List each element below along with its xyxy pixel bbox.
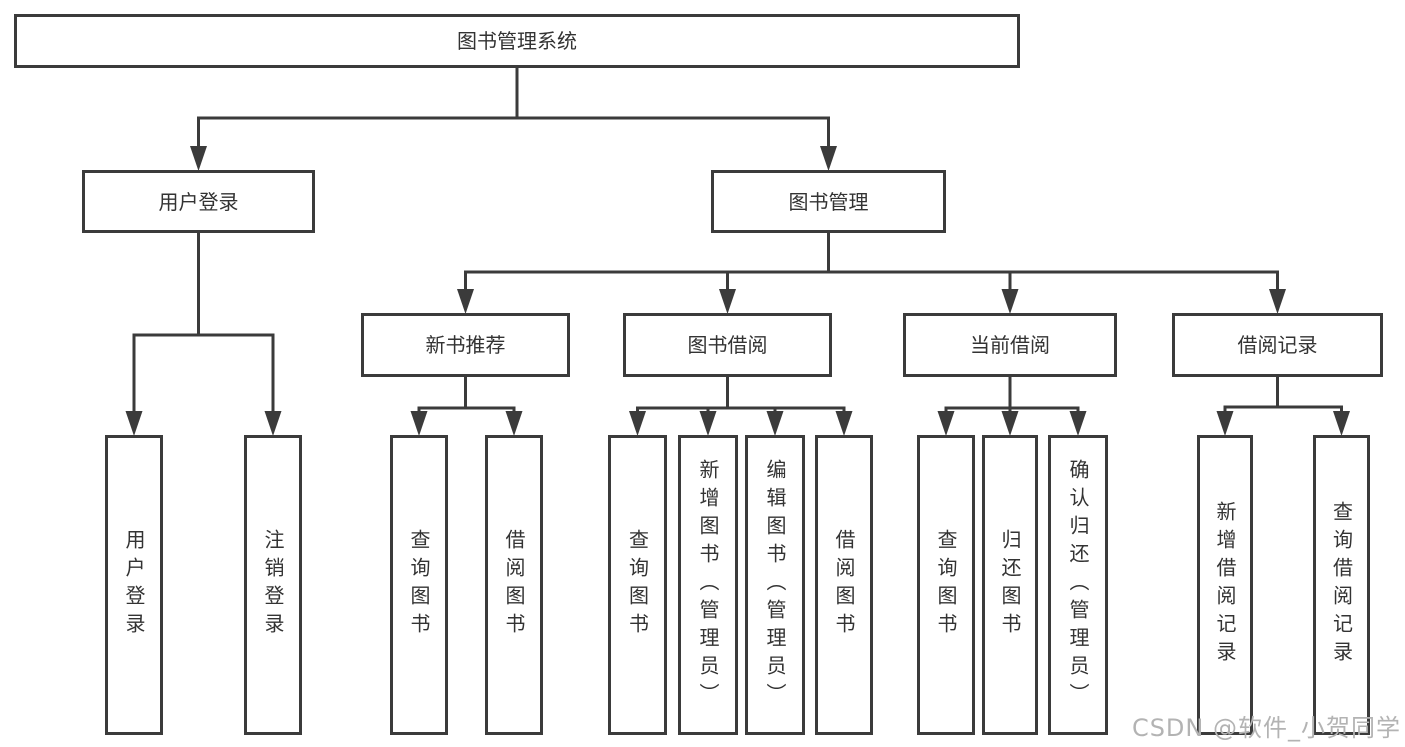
node-leaf-query-borrow-record: 查询借阅记录 <box>1313 435 1370 735</box>
arrowhead-icon <box>719 289 736 314</box>
node-leaf-query-book-2: 查询图书 <box>608 435 667 735</box>
node-leaf-user-login: 用户登录 <box>105 435 163 735</box>
node-leaf-logout: 注销登录 <box>244 435 302 735</box>
arrowhead-icon <box>1069 411 1087 436</box>
node-current-borrow: 当前借阅 <box>903 313 1117 377</box>
node-user-login: 用户登录 <box>82 170 315 233</box>
node-new-book-recommend: 新书推荐 <box>361 313 570 377</box>
arrowhead-icon <box>1333 411 1350 436</box>
node-leaf-borrow-book-1: 借阅图书 <box>485 435 543 735</box>
node-leaf-confirm-return: 确认归还（管理员） <box>1048 435 1108 735</box>
node-book-management: 图书管理 <box>711 170 946 233</box>
arrowhead-icon <box>457 289 474 314</box>
arrowhead-icon <box>410 411 428 436</box>
node-leaf-return-book: 归还图书 <box>982 435 1038 735</box>
arrowhead-icon <box>1001 411 1019 436</box>
node-leaf-edit-book: 编辑图书（管理员） <box>745 435 805 735</box>
arrowhead-icon <box>937 411 955 436</box>
arrowhead-icon <box>264 411 282 436</box>
node-leaf-add-borrow-record: 新增借阅记录 <box>1197 435 1253 735</box>
node-root: 图书管理系统 <box>14 14 1020 68</box>
arrowhead-icon <box>835 411 853 436</box>
arrowhead-icon <box>1001 289 1019 314</box>
node-leaf-add-book: 新增图书（管理员） <box>678 435 738 735</box>
node-book-borrow: 图书借阅 <box>623 313 832 377</box>
node-leaf-query-book-3: 查询图书 <box>917 435 975 735</box>
arrowhead-icon <box>190 146 207 171</box>
arrowhead-icon <box>125 411 143 436</box>
arrowhead-icon <box>820 146 837 171</box>
arrowhead-icon <box>1269 289 1286 314</box>
arrowhead-icon <box>629 411 646 436</box>
node-leaf-query-book-1: 查询图书 <box>390 435 448 735</box>
arrowhead-icon <box>505 411 523 436</box>
node-leaf-borrow-book-2: 借阅图书 <box>815 435 873 735</box>
arrowhead-icon <box>699 411 717 436</box>
node-borrow-records: 借阅记录 <box>1172 313 1383 377</box>
arrowhead-icon <box>1216 411 1234 436</box>
arrowhead-icon <box>766 411 784 436</box>
